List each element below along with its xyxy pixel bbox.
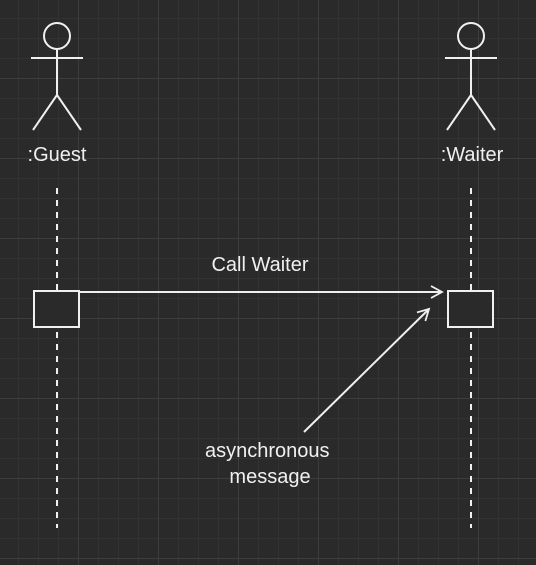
activation-box-guest[interactable] [33, 290, 80, 328]
message-label: Call Waiter [211, 254, 308, 276]
activation-box-waiter[interactable] [447, 290, 494, 328]
actor-guest[interactable]: :Guest [28, 22, 87, 166]
stick-figure-icon [31, 22, 83, 131]
annotation-line-2: message [229, 466, 310, 488]
annotation-pointer-arrow [303, 307, 431, 433]
annotation-asynchronous-message[interactable]: asynchronous message [205, 307, 431, 488]
actor-guest-label: :Guest [28, 144, 87, 166]
actor-waiter-label: :Waiter [441, 144, 504, 166]
stick-figure-icon [445, 22, 497, 131]
annotation-label: asynchronous message [205, 440, 335, 488]
actor-waiter[interactable]: :Waiter [441, 22, 504, 166]
message-call-waiter[interactable]: Call Waiter [79, 254, 444, 299]
annotation-line-1: asynchronous [205, 440, 330, 462]
